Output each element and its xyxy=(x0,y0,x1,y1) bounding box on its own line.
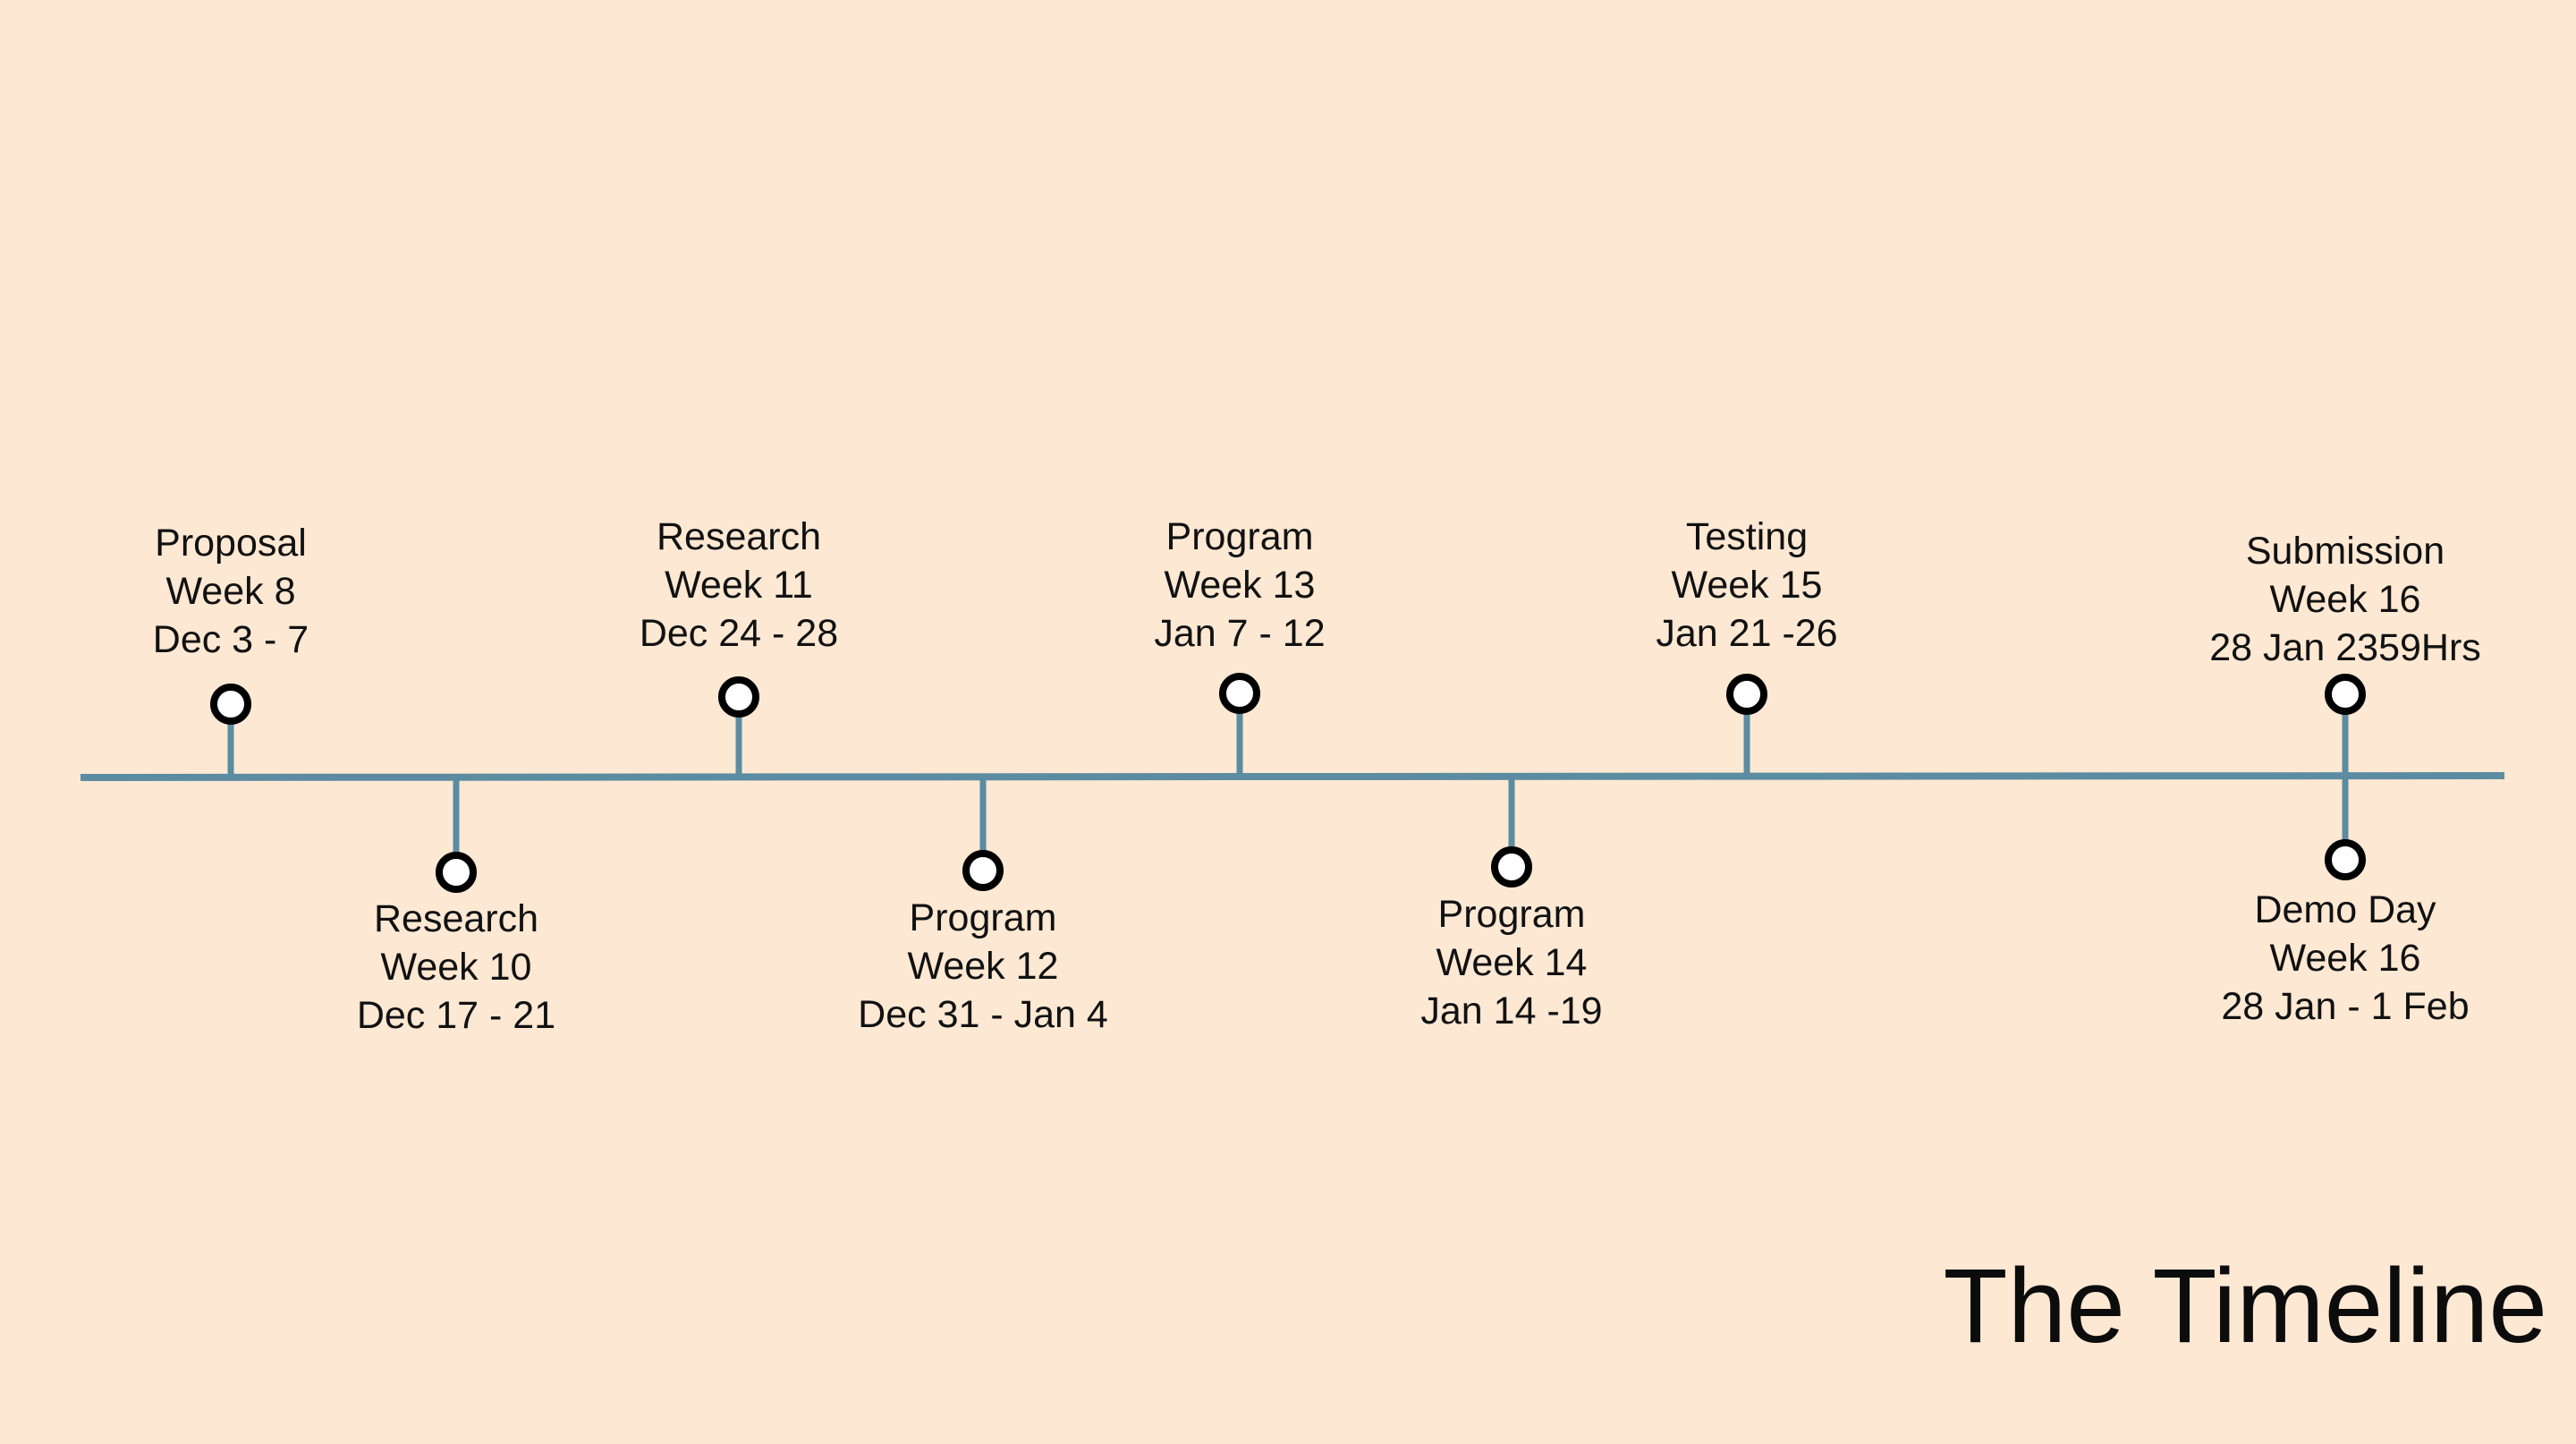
event-dates: Dec 3 - 7 xyxy=(152,618,309,661)
event-name: Demo Day xyxy=(2254,888,2436,931)
page-title: The Timeline xyxy=(1943,1247,2547,1365)
event-name: Proposal xyxy=(155,522,307,565)
timeline-marker xyxy=(962,850,1004,891)
event-week: Week 11 xyxy=(665,564,813,607)
event-week: Week 8 xyxy=(165,570,296,613)
timeline-marker xyxy=(1726,674,1767,715)
event-name: Research xyxy=(373,897,539,940)
event-week: Week 13 xyxy=(1164,564,1316,607)
event-dates: 28 Jan 2359Hrs xyxy=(2209,626,2481,669)
event-week: Week 12 xyxy=(907,945,1059,988)
event-name: Program xyxy=(1437,893,1586,936)
event-name: Submission xyxy=(2245,530,2445,573)
event-dates: Dec 17 - 21 xyxy=(356,994,556,1037)
event-dates: Dec 24 - 28 xyxy=(639,612,839,655)
event-dates: Dec 31 - Jan 4 xyxy=(858,993,1108,1036)
timeline-marker xyxy=(1491,846,1532,888)
timeline-marker xyxy=(718,676,759,718)
event-dates: Jan 21 -26 xyxy=(1656,612,1838,655)
event-name: Program xyxy=(1165,515,1314,558)
event-name: Testing xyxy=(1685,515,1809,558)
timeline-markers xyxy=(210,673,2366,893)
event-name: Program xyxy=(909,896,1057,939)
timeline-marker xyxy=(1219,673,1260,714)
event-dates: 28 Jan - 1 Feb xyxy=(2221,985,2470,1028)
timeline-axis xyxy=(80,772,2505,781)
event-week: Week 16 xyxy=(2269,578,2421,621)
timeline-marker xyxy=(436,852,477,893)
timeline-marker xyxy=(2325,674,2366,715)
event-dates: Jan 14 -19 xyxy=(1420,990,1603,1032)
event-week: Week 15 xyxy=(1671,564,1823,607)
event-week: Week 16 xyxy=(2269,937,2421,980)
event-name: Research xyxy=(656,515,822,558)
event-week: Week 10 xyxy=(380,946,532,989)
event-dates: Jan 7 - 12 xyxy=(1154,612,1326,655)
event-week: Week 14 xyxy=(1436,941,1588,984)
timeline-marker xyxy=(210,684,251,725)
timeline-marker xyxy=(2325,839,2366,880)
